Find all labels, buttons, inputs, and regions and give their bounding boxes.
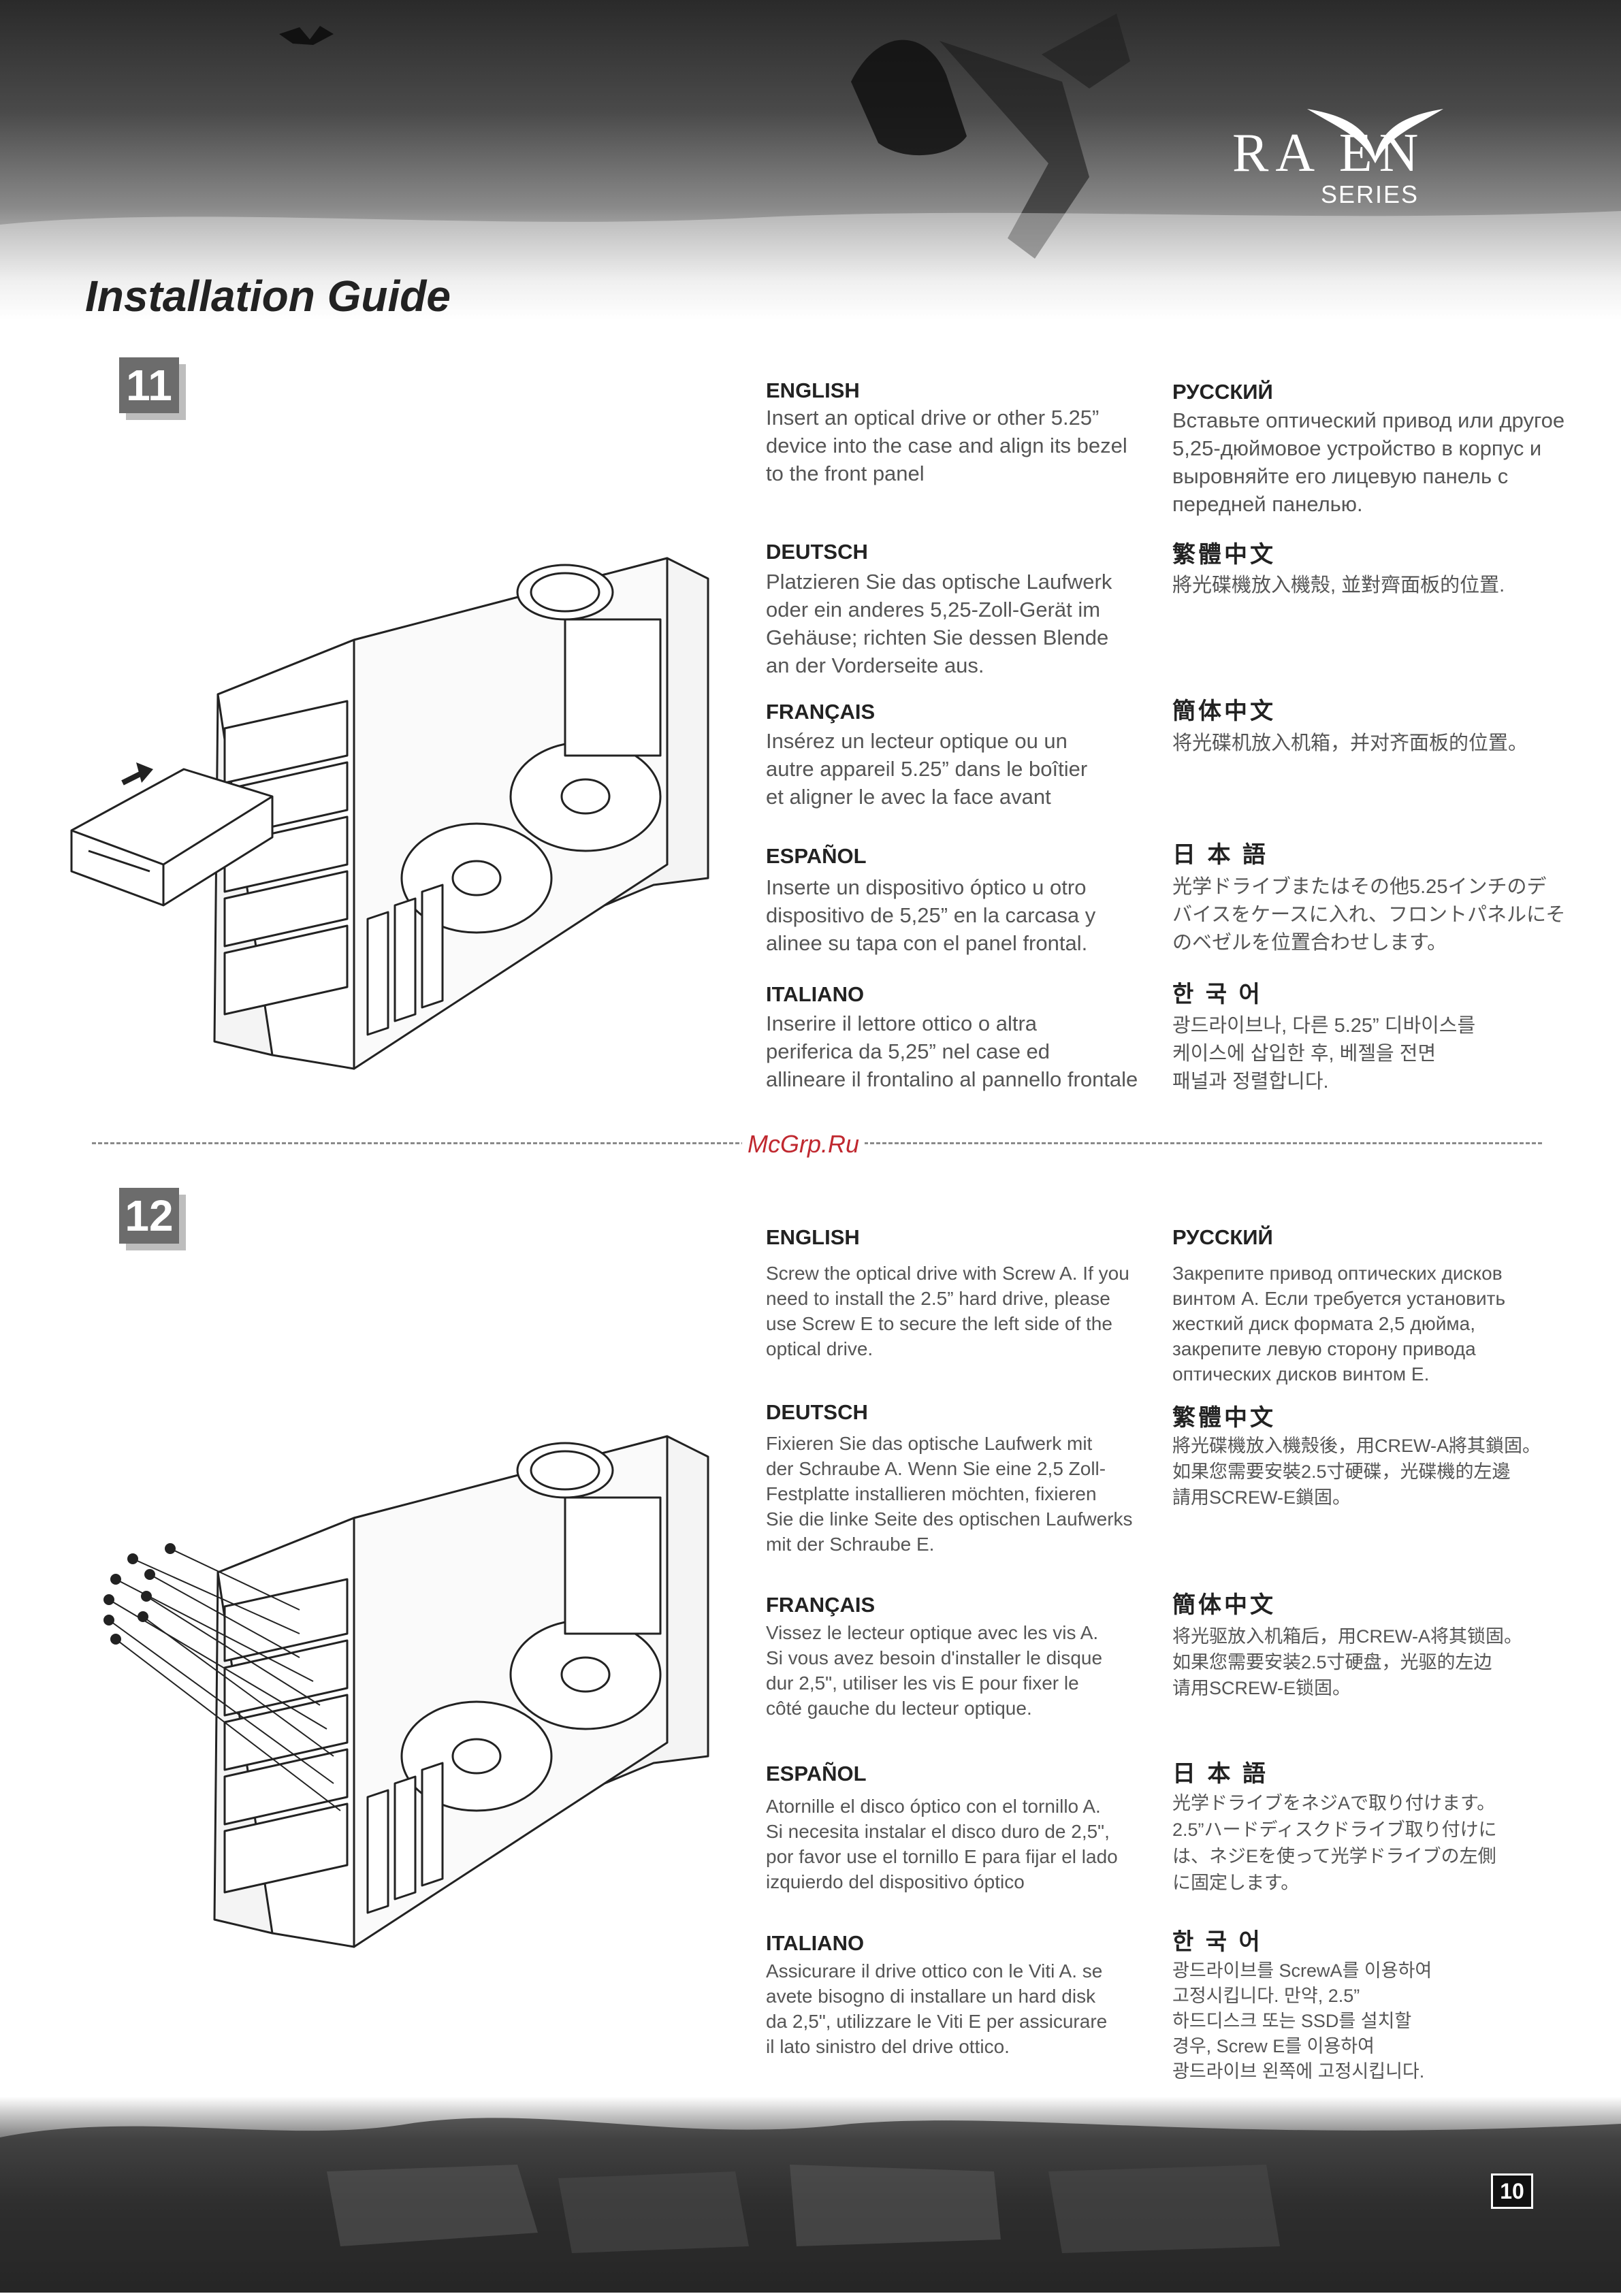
step12-francais-heading: FRANÇAIS	[766, 1593, 876, 1617]
watermark: McGrp.Ru	[742, 1130, 865, 1159]
step11-trad-chinese-text: 將光碟機放入機殼, 並對齊面板的位置.	[1172, 575, 1505, 596]
header-banner: RA EN SERIES	[0, 0, 1621, 320]
step12-francais-text: Vissez le lecteur optique avec les vis A…	[766, 1622, 1103, 1719]
step12-russian-heading: РУССКИЙ	[1172, 1225, 1273, 1249]
step11-francais-heading: FRANÇAIS	[766, 700, 876, 724]
step11-espanol-text: Inserte un dispositivo óptico u otro dis…	[766, 875, 1096, 955]
step-badge-11: 11	[119, 357, 179, 413]
step12-italiano-heading: ITALIANO	[766, 1931, 865, 1955]
case-screw-illustration	[103, 1435, 709, 1948]
case-drive-insertion-illustration	[70, 557, 709, 1070]
step12-trad-chinese-text: 將光碟機放入機殼後，用CREW-A將其鎖固。 如果您需要安裝2.5寸硬碟，光碟機…	[1172, 1436, 1541, 1508]
step12-trad-chinese-heading: 繁體中文	[1172, 1405, 1276, 1431]
step11-deutsch-heading: DEUTSCH	[766, 540, 868, 564]
step11-english-text: Insert an optical drive or other 5.25” d…	[766, 406, 1127, 485]
page-number: 10	[1491, 2173, 1533, 2209]
step11-korean-heading: 한 국 어	[1172, 982, 1263, 1007]
step11-english-heading: ENGLISH	[766, 378, 860, 402]
brand-logo: RA EN SERIES	[1212, 102, 1539, 218]
step11-espanol-heading: ESPAÑOL	[766, 844, 867, 868]
footer-banner	[0, 2097, 1621, 2293]
step12-espanol-text: Atornille el disco óptico con el tornill…	[766, 1796, 1118, 1892]
step11-francais-text: Insérez un lecteur optique ou un autre a…	[766, 729, 1088, 809]
step12-korean-heading: 한 국 어	[1172, 1929, 1263, 1955]
page-title: Installation Guide	[85, 272, 451, 321]
step11-trad-chinese-heading: 繁體中文	[1172, 542, 1276, 568]
logo-text: RA EN	[1232, 123, 1426, 183]
step12-korean-text: 광드라이브를 ScrewA를 이용하여 고정시킵니다. 만약, 2.5” 하드디…	[1172, 1960, 1432, 2082]
step11-simp-chinese-text: 将光碟机放入机箱，并对齐面板的位置。	[1172, 732, 1528, 754]
step11-korean-text: 광드라이브나, 다른 5.25” 디바이스를 케이스에 삽입한 후, 베젤을 전…	[1172, 1015, 1476, 1093]
step-badge-12: 12	[119, 1188, 179, 1244]
step11-japanese-text: 光学ドライブまたはその他5.25インチのデ バイスをケースに入れ、フロントパネル…	[1172, 876, 1566, 954]
step11-japanese-heading: 日 本 語	[1172, 842, 1268, 868]
step11-russian-text: Вставьте оптический привод или другое 5,…	[1172, 408, 1565, 516]
step12-espanol-heading: ESPAÑOL	[766, 1762, 867, 1785]
step12-japanese-text: 光学ドライブをネジAで取り付けます。 2.5”ハードディスクドライブ取り付けに …	[1172, 1793, 1497, 1893]
logo-series: SERIES	[1321, 180, 1419, 208]
step12-italiano-text: Assicurare il drive ottico con le Viti A…	[766, 1960, 1108, 2057]
raven-background-art	[0, 14, 1621, 320]
step12-simp-chinese-heading: 簡体中文	[1172, 1592, 1276, 1618]
stone-texture-art	[0, 2118, 1621, 2293]
step12-simp-chinese-text: 将光驱放入机箱后，用CREW-A将其锁固。 如果您需要安装2.5寸硬盘，光驱的左…	[1172, 1626, 1523, 1698]
raven-wing-icon	[1307, 109, 1443, 163]
step12-russian-text: Закрепите привод оптических дисков винто…	[1172, 1263, 1506, 1385]
step11-italiano-text: Inserire il lettore ottico o altra perif…	[766, 1012, 1138, 1091]
step11-italiano-heading: ITALIANO	[766, 982, 865, 1006]
step12-japanese-heading: 日 本 語	[1172, 1761, 1268, 1787]
step12-deutsch-text: Fixieren Sie das optische Laufwerk mit d…	[766, 1433, 1133, 1555]
step12-english-text: Screw the optical drive with Screw A. If…	[766, 1263, 1129, 1359]
step11-simp-chinese-heading: 簡体中文	[1172, 698, 1276, 724]
step11-deutsch-text: Platzieren Sie das optische Laufwerk ode…	[766, 570, 1112, 677]
step12-english-heading: ENGLISH	[766, 1225, 860, 1249]
step11-russian-heading: РУССКИЙ	[1172, 380, 1273, 404]
step12-deutsch-heading: DEUTSCH	[766, 1400, 868, 1424]
